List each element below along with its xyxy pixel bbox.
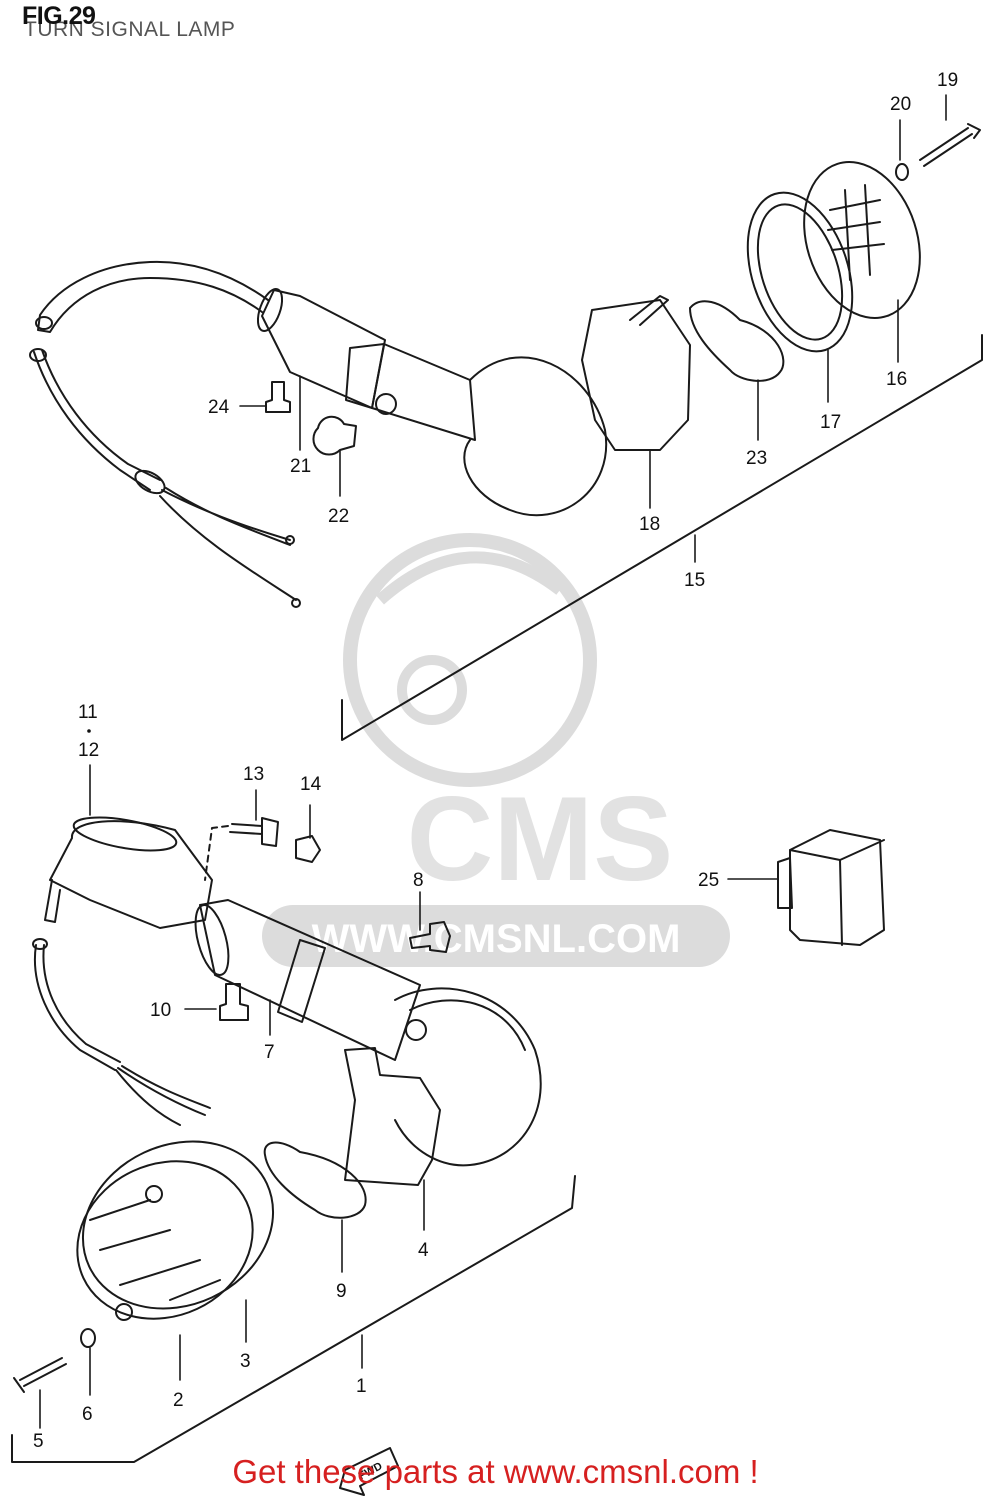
rear-turn-signal-assembly xyxy=(29,123,983,741)
callout-12: 12 xyxy=(78,740,99,761)
callout-7: 7 xyxy=(264,1042,275,1063)
washer-6 xyxy=(80,1328,96,1348)
callout-15: 15 xyxy=(684,570,705,591)
wire-harness-front xyxy=(34,944,121,1071)
stem-21-front-ring xyxy=(256,288,284,332)
callout-6: 6 xyxy=(82,1404,93,1425)
watermark-brand: CMS xyxy=(407,772,674,906)
front-housing-4 xyxy=(394,987,542,1167)
callout-8: 8 xyxy=(413,870,424,891)
callout-21: 21 xyxy=(290,456,311,477)
callout-16: 16 xyxy=(886,369,907,390)
callout-14: 14 xyxy=(300,774,322,795)
part-callouts: 19 20 16 17 23 18 15 24 21 22 11 12 13 1… xyxy=(33,70,958,1452)
wire-connector-sleeve xyxy=(134,469,166,495)
screw-22 xyxy=(312,415,357,456)
screw-19 xyxy=(919,123,981,167)
callout-3: 3 xyxy=(240,1351,251,1372)
callout-5: 5 xyxy=(33,1431,44,1452)
callout-leaders xyxy=(39,94,947,1429)
reflector-plate-18 xyxy=(581,299,691,451)
reflector-clip xyxy=(629,295,669,326)
stem-mount-tube xyxy=(44,879,61,923)
arm-screw-hole xyxy=(375,393,397,415)
lens-16-facets xyxy=(827,184,885,281)
watermark-url: WWW.CMSNL.COM xyxy=(312,917,681,961)
lens-16 xyxy=(803,161,921,319)
relay-box xyxy=(789,829,885,946)
callout-19: 19 xyxy=(937,70,958,91)
wire-end-cap xyxy=(35,316,53,330)
lens-screw-hole-top xyxy=(145,1185,163,1203)
front-turn-signal-assembly xyxy=(11,816,576,1463)
callout-9: 9 xyxy=(336,1281,347,1302)
callout-24: 24 xyxy=(208,397,230,418)
callout-2: 2 xyxy=(173,1390,184,1411)
nut-14 xyxy=(295,835,321,863)
housing-arm xyxy=(371,343,476,441)
wire-terminal-b xyxy=(291,598,301,608)
lens-2-facets xyxy=(89,1199,221,1301)
callout-separator-dot xyxy=(87,729,91,733)
forward-arrow-icon xyxy=(339,1447,399,1496)
housing-inner xyxy=(409,999,526,1051)
callout-17: 17 xyxy=(820,412,841,433)
bolt-24 xyxy=(265,381,291,413)
housing-bracket-4 xyxy=(344,1047,441,1186)
watermark-mascot-goggle xyxy=(397,655,467,725)
wire-harness-rear xyxy=(37,260,269,333)
callout-11: 11 xyxy=(78,702,98,723)
rear-housing-dome xyxy=(463,356,608,517)
lens-2 xyxy=(76,1160,254,1320)
footer-cta-link[interactable]: Get these parts at www.cmsnl.com ! xyxy=(232,1453,759,1490)
lens-screw-hole-bottom xyxy=(115,1303,133,1321)
bulb-23 xyxy=(689,300,785,382)
cms-watermark xyxy=(262,533,730,967)
callout-23: 23 xyxy=(746,448,767,469)
wire-front-leads xyxy=(115,1065,211,1126)
assembly-1-bracket xyxy=(11,1175,576,1463)
callout-13: 13 xyxy=(243,764,264,785)
wire-front-end xyxy=(32,938,48,950)
wire-split-leads xyxy=(159,487,297,601)
callout-10: 10 xyxy=(150,1000,171,1021)
signal-body-front-end xyxy=(194,904,230,976)
lens-rim-17 xyxy=(746,191,854,353)
screw-13 xyxy=(229,817,279,847)
callout-20: 20 xyxy=(890,94,911,115)
watermark-badge xyxy=(262,905,730,967)
figure-number: FIG.29 xyxy=(22,2,96,30)
callout-4: 4 xyxy=(418,1240,429,1261)
relay-box-edge xyxy=(789,839,885,946)
wire-lead-rear xyxy=(33,349,161,491)
callout-1: 1 xyxy=(356,1376,367,1397)
signal-body-7 xyxy=(199,899,421,1061)
bolt-10 xyxy=(219,983,249,1021)
callout-18: 18 xyxy=(639,514,660,535)
washer-20 xyxy=(895,163,909,181)
watermark-mascot-hat xyxy=(376,551,564,605)
relay-terminal xyxy=(777,857,793,909)
screw-5 xyxy=(13,1357,67,1393)
bulb-9 xyxy=(263,1141,367,1219)
wire-lower-end xyxy=(29,348,47,362)
callout-22: 22 xyxy=(328,506,349,527)
figure-title: TURN SIGNAL LAMP xyxy=(24,18,236,41)
watermark-mascot-head xyxy=(343,533,597,787)
stem-mount-opening xyxy=(72,816,178,852)
wire-terminal-a xyxy=(285,535,295,545)
signal-body-band xyxy=(277,939,326,1023)
assembly-15-bracket xyxy=(341,334,983,741)
dashed-leader xyxy=(204,825,229,881)
callout-25: 25 xyxy=(698,870,719,891)
lens-rim-17-inner xyxy=(756,203,844,341)
lens-rim-3 xyxy=(81,1140,275,1310)
stem-mount-12 xyxy=(49,820,213,929)
screw-8 xyxy=(409,921,451,953)
turn-signal-relay-25 xyxy=(777,829,885,946)
housing-screw-hole xyxy=(405,1019,427,1041)
